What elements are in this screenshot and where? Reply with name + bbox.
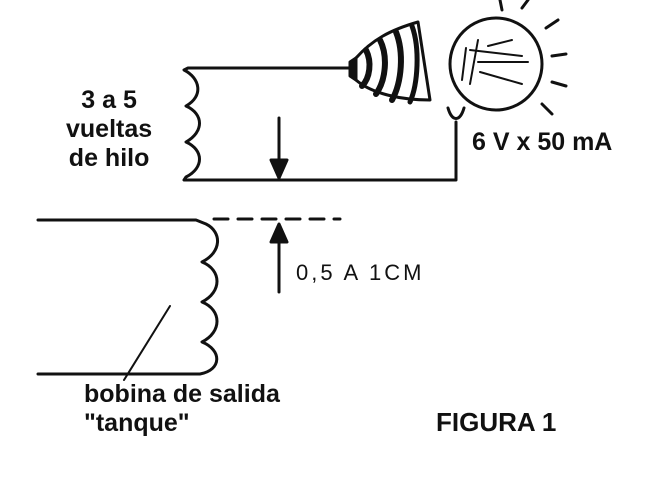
output-coil-label-line1: bobina de salida [84, 380, 280, 408]
pickup-coil-label: 3 a 5 vueltas de hilo [66, 86, 152, 173]
pickup-coil-label-line3: de hilo [68, 144, 150, 172]
output-coil-label-line2: "tanque" [84, 409, 190, 437]
light-bulb-icon [348, 0, 568, 120]
gap-distance-label: 0,5 A 1CM [296, 260, 425, 285]
arrow-down-icon [269, 158, 289, 180]
output-tank-coil [36, 218, 219, 376]
figure-caption: FIGURA 1 [436, 407, 557, 437]
pickup-coil-label-line2: vueltas [66, 115, 153, 143]
output-coil-label: bobina de salida "tanque" [84, 380, 280, 438]
pickup-coil-label-line1: 3 a 5 [81, 86, 137, 114]
arrow-up-icon [269, 222, 289, 244]
pickup-coil [182, 66, 458, 182]
lamp-rating-label: 6 V x 50 mA [472, 128, 613, 156]
output-coil-leader [123, 305, 171, 381]
